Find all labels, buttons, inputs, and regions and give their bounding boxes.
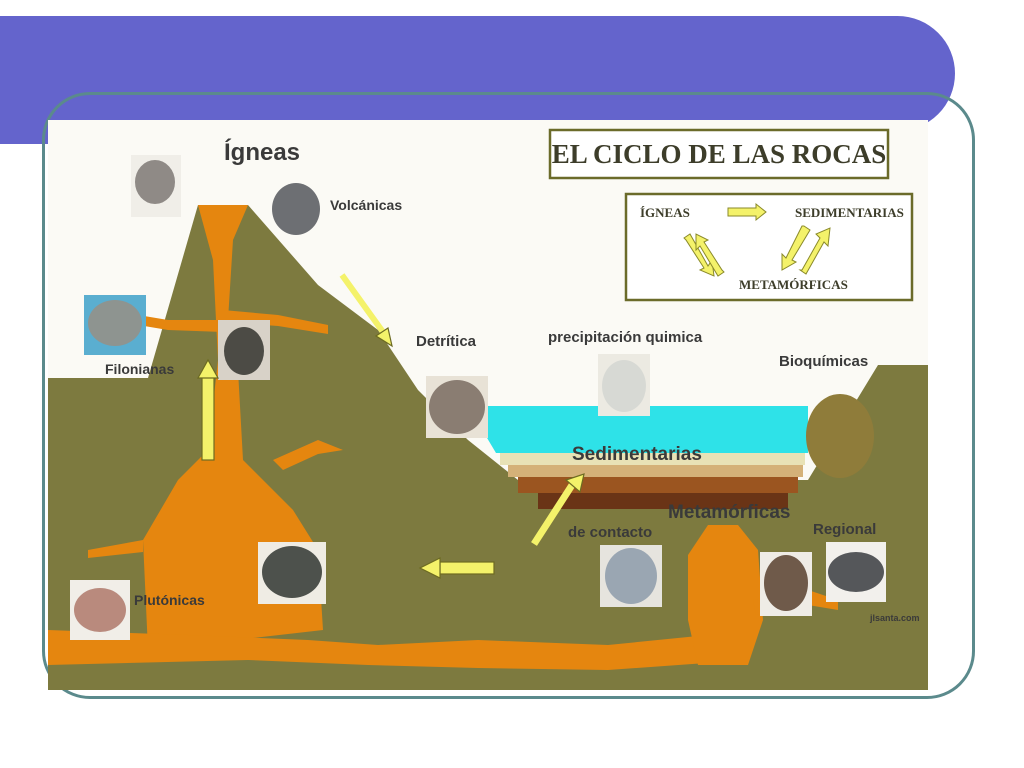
label-bioquimicas: Bioquímicas [779,353,868,370]
label-detritica: Detrítica [416,333,477,350]
rock-contacto [605,548,657,604]
rock-detritica [429,380,485,434]
rock-regional-1 [764,555,808,611]
legend-box [624,192,914,302]
slide-bar-gap [0,144,48,153]
legend-arrow-sed-meta [781,225,811,271]
sediment-layer-brown [518,477,798,493]
rock-plutonica-grey [262,546,322,598]
arrow-up-shaft [201,375,215,461]
label-precipitacion: precipitación quimica [548,329,703,346]
label-credit: jlsanta.com [869,613,920,623]
legend-arrow-ig-sed [727,202,767,222]
legend-metamorficas: METAMÓRFICAS [739,277,848,292]
arrow-left-head [418,557,441,579]
legend-arrow-meta-ig [695,233,725,277]
arrow-sed-to-meta [531,480,577,546]
slide-header-bar [0,16,955,131]
sediment-layer-dark [538,493,788,509]
arrow-volcanicas-to-detritica [339,273,386,334]
arrow-left-shaft [439,561,495,575]
rock-igneas-top-stone [135,160,175,204]
sediment-layer-sand [508,465,803,477]
rock-filonianas [88,300,142,346]
label-igneas: Ígneas [224,138,300,166]
label-plutonicas: Plutónicas [134,592,205,608]
sea-water [468,406,808,453]
legend-igneas: ÍGNEAS [640,205,690,220]
magma-body [48,205,838,670]
rock-samples [70,155,886,640]
sediment-layer-light [500,453,805,465]
rock-cycle-diagram: EL CICLO DE LAS ROCAS ÍGNEAS SEDIMENTARI… [48,120,928,690]
rock-precipitacion [602,360,646,412]
rock-plutonicas [74,588,126,632]
label-metamorficas: Metamórficas [668,502,791,523]
label-regional: Regional [813,521,876,538]
diagram-title: EL CICLO DE LAS ROCAS [552,139,887,169]
arrow-volcanicas-to-detritica-head [374,327,393,348]
rock-volcanicas [272,183,320,235]
cycle-legend: ÍGNEAS SEDIMENTARIAS METAMÓRFICAS [624,192,914,302]
rock-center [224,327,264,375]
legend-arrow-meta-sed [798,227,831,275]
title-box [548,128,890,180]
arrow-up-head [196,358,220,379]
legend-sedimentarias: SEDIMENTARIAS [795,205,904,220]
label-de-contacto: de contacto [568,524,652,541]
slide-bar-accent [0,131,48,144]
rock-cycle-svg: EL CICLO DE LAS ROCAS ÍGNEAS SEDIMENTARI… [48,128,928,690]
rock-bioquimicas [806,394,874,478]
label-volcanicas: Volcánicas [330,197,402,213]
label-filonianas: Filonianas [105,361,174,377]
cycle-arrows [196,273,585,579]
slide-frame [42,92,975,699]
label-sedimentarias: Sedimentarias [572,444,702,465]
arrow-sed-to-meta-head [564,473,585,494]
rock-regional-2 [828,552,884,592]
